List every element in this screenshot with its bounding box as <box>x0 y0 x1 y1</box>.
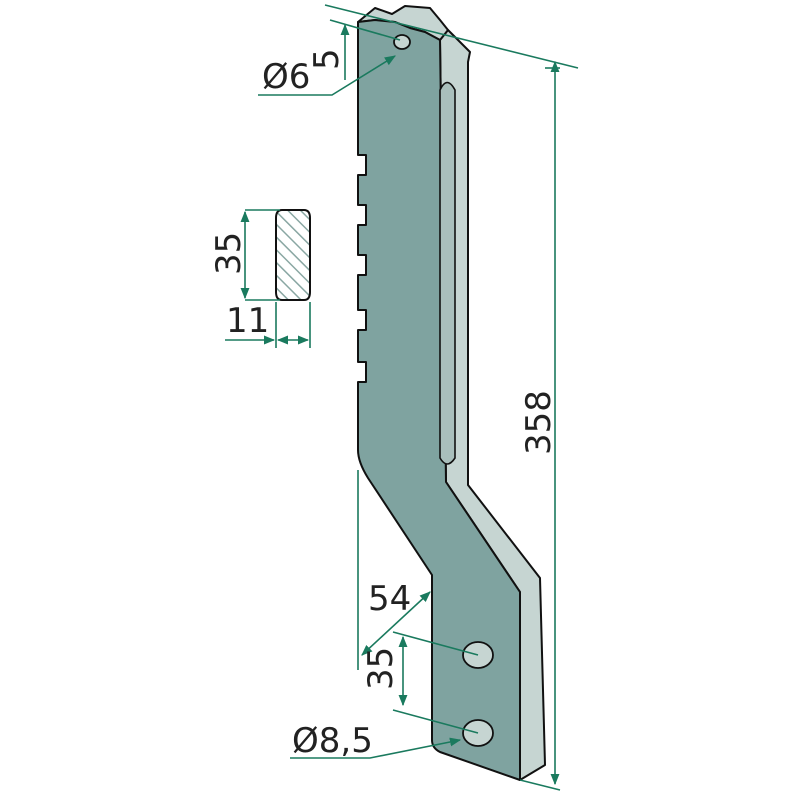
cross-section <box>275 209 311 301</box>
label-offset: 54 <box>368 579 411 619</box>
label-top-hole-diameter: Ø6 <box>262 57 310 97</box>
top-hole <box>393 34 411 50</box>
label-hole-spacing: 35 <box>361 647 401 690</box>
label-overall-length: 358 <box>519 390 559 455</box>
label-section-width: 11 <box>226 301 269 341</box>
part-slot <box>439 81 456 465</box>
part-front-face <box>357 19 521 781</box>
label-bottom-hole-diameter: Ø8,5 <box>292 721 373 761</box>
label-top-hole-offset: 5 <box>307 48 347 70</box>
dimension-lines <box>225 4 579 791</box>
label-section-height: 35 <box>209 232 249 275</box>
